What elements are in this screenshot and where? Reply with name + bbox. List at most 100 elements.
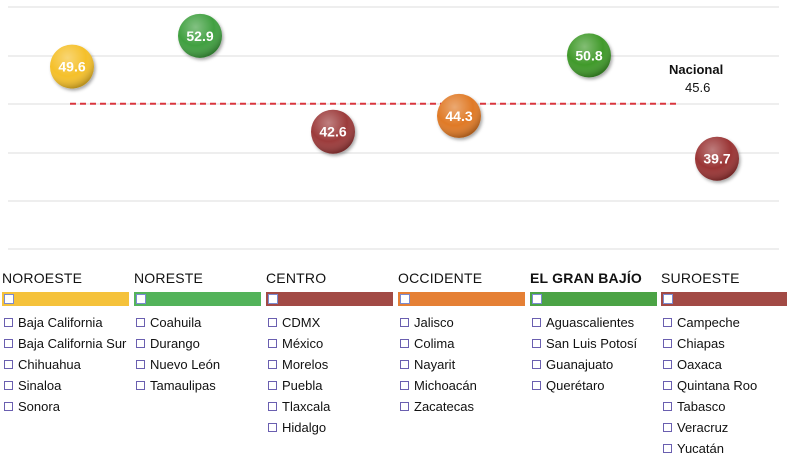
state-item[interactable]: Chiapas — [661, 337, 787, 351]
state-checkbox[interactable] — [532, 318, 541, 327]
state-item[interactable]: Querétaro — [530, 379, 657, 393]
data-bubble-shine — [695, 136, 739, 181]
region-color-bar — [134, 292, 261, 306]
state-item[interactable]: Jalisco — [398, 316, 525, 330]
state-checkbox[interactable] — [532, 339, 541, 348]
state-label: Colima — [414, 336, 455, 351]
state-checkbox[interactable] — [400, 381, 409, 390]
state-checkbox[interactable] — [4, 318, 13, 327]
state-label: Jalisco — [414, 315, 454, 330]
state-checkbox[interactable] — [4, 381, 13, 390]
state-item[interactable]: Puebla — [266, 379, 393, 393]
data-label: 50.8 — [575, 47, 602, 63]
data-point-1: 49.6 — [50, 44, 94, 89]
data-label: 49.6 — [58, 59, 85, 75]
state-label: Querétaro — [546, 378, 605, 393]
region-checkbox[interactable] — [663, 294, 673, 304]
state-label: Baja California Sur — [18, 336, 127, 351]
state-checkbox[interactable] — [136, 339, 145, 348]
state-item[interactable]: Sinaloa — [2, 379, 129, 393]
state-label: Sonora — [18, 399, 60, 414]
state-item[interactable]: Tlaxcala — [266, 400, 393, 414]
state-item[interactable]: Nayarit — [398, 358, 525, 372]
state-checkbox[interactable] — [268, 402, 277, 411]
state-checkbox[interactable] — [663, 339, 672, 348]
region-checkbox[interactable] — [532, 294, 542, 304]
region-checkbox[interactable] — [400, 294, 410, 304]
region-color-bar — [2, 292, 129, 306]
state-label: CDMX — [282, 315, 321, 330]
state-label: Baja California — [18, 315, 103, 330]
state-checkbox[interactable] — [4, 402, 13, 411]
state-checkbox[interactable] — [268, 360, 277, 369]
state-item[interactable]: Hidalgo — [266, 421, 393, 435]
state-item[interactable]: Veracruz — [661, 421, 787, 435]
state-label: Nuevo León — [150, 357, 221, 372]
state-item[interactable]: Zacatecas — [398, 400, 525, 414]
state-checkbox[interactable] — [268, 381, 277, 390]
state-checkbox[interactable] — [136, 360, 145, 369]
region-title: NOROESTE — [2, 270, 83, 286]
region-checkbox[interactable] — [4, 294, 14, 304]
state-item[interactable]: Oaxaca — [661, 358, 787, 372]
state-item[interactable]: Quintana Roo — [661, 379, 787, 393]
state-checkbox[interactable] — [663, 318, 672, 327]
region-color-bar — [661, 292, 787, 306]
state-checkbox[interactable] — [663, 444, 672, 453]
state-checkbox[interactable] — [268, 423, 277, 432]
region-checkbox[interactable] — [136, 294, 146, 304]
state-checkbox[interactable] — [400, 402, 409, 411]
region-color-bar — [266, 292, 393, 306]
state-item[interactable]: Nuevo León — [134, 358, 261, 372]
state-item[interactable]: Tabasco — [661, 400, 787, 414]
state-label: Tamaulipas — [150, 378, 216, 393]
state-item[interactable]: Yucatán — [661, 442, 787, 456]
state-item[interactable]: Sonora — [2, 400, 129, 414]
data-label: 44.3 — [445, 108, 472, 124]
region-color-bar — [530, 292, 657, 306]
state-checkbox[interactable] — [663, 402, 672, 411]
state-item[interactable]: México — [266, 337, 393, 351]
state-item[interactable]: Tamaulipas — [134, 379, 261, 393]
state-label: México — [282, 336, 324, 351]
state-item[interactable]: Colima — [398, 337, 525, 351]
state-item[interactable]: San Luis Potosí — [530, 337, 657, 351]
state-checkbox[interactable] — [532, 381, 541, 390]
state-checkbox[interactable] — [136, 381, 145, 390]
state-checkbox[interactable] — [663, 381, 672, 390]
state-checkbox[interactable] — [268, 318, 277, 327]
state-checkbox[interactable] — [400, 360, 409, 369]
state-item[interactable]: Guanajuato — [530, 358, 657, 372]
state-item[interactable]: CDMX — [266, 316, 393, 330]
region-color-bar — [398, 292, 525, 306]
state-checkbox[interactable] — [4, 360, 13, 369]
state-checkbox[interactable] — [400, 318, 409, 327]
state-item[interactable]: Morelos — [266, 358, 393, 372]
state-label: Nayarit — [414, 357, 456, 372]
state-item[interactable]: Durango — [134, 337, 261, 351]
state-item[interactable]: Campeche — [661, 316, 787, 330]
state-checkbox[interactable] — [663, 423, 672, 432]
state-item[interactable]: Aguascalientes — [530, 316, 657, 330]
state-checkbox[interactable] — [136, 318, 145, 327]
state-checkbox[interactable] — [268, 339, 277, 348]
state-checkbox[interactable] — [4, 339, 13, 348]
state-item[interactable]: Coahuila — [134, 316, 261, 330]
state-checkbox[interactable] — [663, 360, 672, 369]
state-item[interactable]: Michoacán — [398, 379, 525, 393]
state-item[interactable]: Baja California Sur — [2, 337, 129, 351]
state-checkbox[interactable] — [532, 360, 541, 369]
region-checkbox[interactable] — [268, 294, 278, 304]
state-checkbox[interactable] — [400, 339, 409, 348]
state-item[interactable]: Baja California — [2, 316, 129, 330]
state-item[interactable]: Chihuahua — [2, 358, 129, 372]
